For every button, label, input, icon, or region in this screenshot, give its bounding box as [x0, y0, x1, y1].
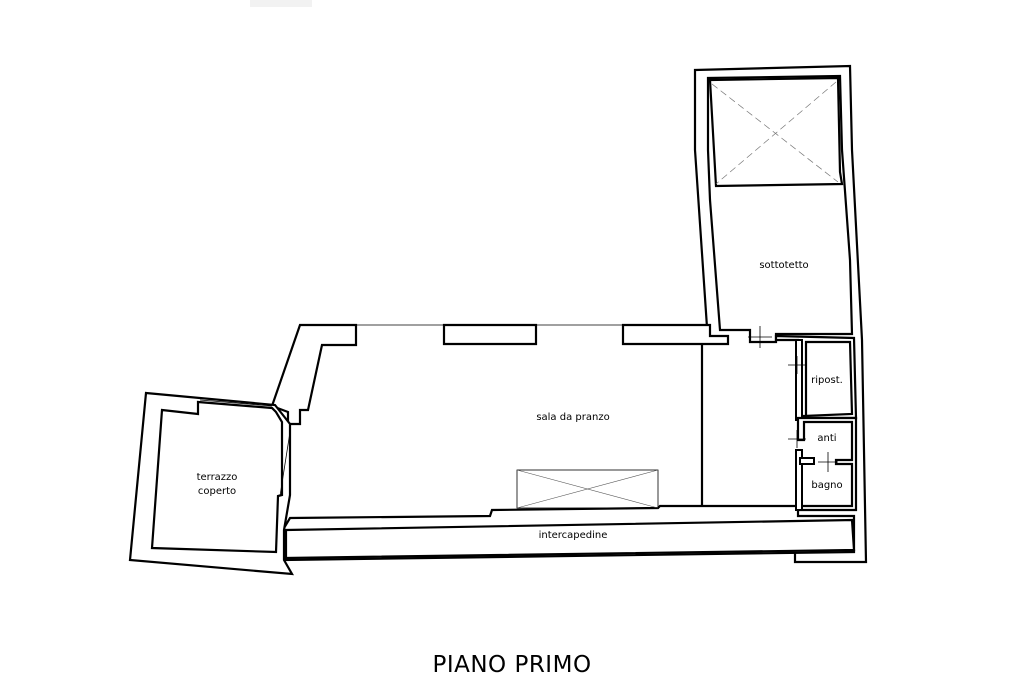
- open-edges: [199, 324, 623, 497]
- label-intercapedine: intercapedine: [539, 530, 608, 541]
- terrace-top-line: [199, 399, 273, 407]
- service-rooms: [748, 326, 858, 512]
- hall-void-diagonal-2: [516, 469, 659, 509]
- hall-wall-segment-1: [442, 323, 538, 346]
- terrace-inner-wall: [150, 400, 284, 554]
- void-diagonal-1: [711, 83, 839, 183]
- hall-outer-wall: [270, 323, 358, 426]
- void-box-hall: [516, 469, 659, 509]
- anti-bagno-walls: [796, 416, 858, 512]
- intercapedine-room: [284, 518, 856, 560]
- hall-void-frame: [516, 469, 659, 509]
- label-terrazzo: terrazzo: [197, 472, 238, 483]
- void-diagonal-2: [715, 81, 837, 185]
- room-labels: sottotetto ripost. sala da pranzo anti b…: [197, 260, 843, 541]
- label-coperto: coperto: [198, 486, 236, 497]
- void-box-top: [708, 76, 844, 188]
- label-bagno: bagno: [811, 480, 842, 491]
- ripost-west-wall: [795, 339, 803, 421]
- terrace-opening: [279, 431, 291, 497]
- outer-walls: [128, 64, 868, 576]
- plan-title: PIANO PRIMO: [432, 652, 592, 678]
- top-edge-tab: [250, 0, 312, 7]
- hall-wall-segment-2: [621, 323, 730, 346]
- bagno-door-jamb: [799, 457, 815, 465]
- label-sottotetto: sottotetto: [759, 260, 808, 271]
- label-sala-da-pranzo: sala da pranzo: [536, 412, 609, 423]
- void-frame: [708, 76, 844, 188]
- bagno-west-wall: [795, 449, 803, 511]
- label-anti: anti: [817, 433, 836, 444]
- label-ripost: ripost.: [811, 375, 843, 386]
